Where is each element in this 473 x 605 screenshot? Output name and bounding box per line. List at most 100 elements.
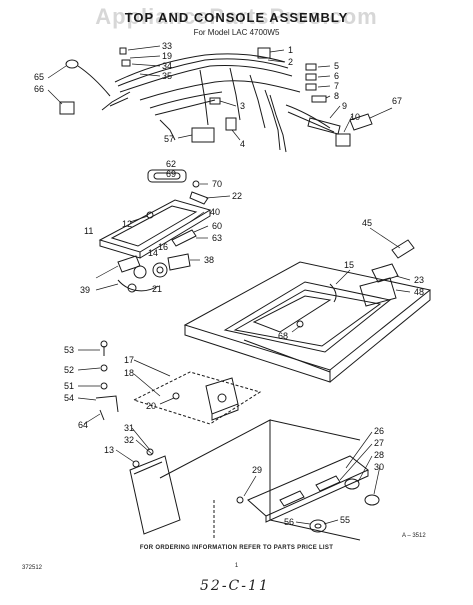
callout-label: 3: [240, 101, 245, 111]
callout-label: 6: [334, 71, 339, 81]
callout-label: 62: [166, 159, 176, 169]
lens-inner: [153, 172, 181, 180]
connector-part-9: [307, 117, 341, 135]
callout-label: 27: [374, 438, 384, 448]
screw-head-53: [100, 340, 108, 348]
connector-part-10: [335, 133, 351, 147]
connector-part-21: [127, 283, 137, 293]
knob-part-56: [309, 519, 327, 533]
nut-part-52: [100, 364, 108, 372]
power-cord: [77, 65, 111, 97]
callout-label: 17: [124, 355, 134, 365]
cabinet: [159, 419, 361, 541]
callout-label: 15: [344, 260, 354, 270]
callout-label: 30: [374, 462, 384, 472]
hinge-part-15: [329, 283, 337, 303]
screw-part-33: [119, 47, 127, 55]
timer-shaft: [156, 266, 164, 274]
callout-label: 31: [124, 423, 134, 433]
callout-label: 51: [64, 381, 74, 391]
callout-label: 52: [64, 365, 74, 375]
screw-part-68: [296, 320, 304, 328]
callout-label: 35: [162, 71, 172, 81]
callout-label: 23: [414, 275, 424, 285]
model-subtitle: For Model LAC 4700W5: [193, 28, 280, 37]
callout-labels: 33 19 34 35 65 66 2 1 5 6 7 8 9 10 67 3 …: [34, 41, 424, 527]
callout-label: 45: [362, 218, 372, 228]
knob-part-30: [364, 494, 380, 506]
callout-label: 18: [124, 368, 134, 378]
callout-label: 54: [64, 393, 74, 403]
rear-panel: [129, 455, 181, 535]
figure-id: A – 3512: [402, 533, 426, 539]
callout-label: 39: [80, 285, 90, 295]
plug-part-65: [65, 59, 79, 69]
watermark: AppliancePartsPros.com: [95, 4, 378, 29]
connector-part-1: [257, 47, 271, 59]
terminal-part-7: [305, 83, 317, 91]
terminal-part-8: [311, 95, 327, 103]
callout-label: 13: [104, 445, 114, 455]
clip-part-66: [59, 101, 75, 115]
callout-label: 55: [340, 515, 350, 525]
callout-label: 34: [162, 61, 172, 71]
callout-label: 21: [152, 284, 162, 294]
callout-label: 57: [164, 134, 174, 144]
washer-top: [183, 261, 432, 383]
handwritten-note: 52-C-11: [200, 578, 270, 594]
callout-label: 64: [78, 420, 88, 430]
callout-label: 65: [34, 72, 44, 82]
bracket-part-67: [349, 113, 373, 131]
callout-label: 14: [148, 248, 158, 258]
switch-part-38: [167, 253, 191, 271]
callout-label: 33: [162, 41, 172, 51]
callout-label: 11: [84, 226, 93, 236]
screw-part-31: [146, 448, 154, 456]
callout-label: 40: [210, 207, 220, 217]
callout-label: 7: [334, 81, 339, 91]
bulb-part-12: [146, 211, 154, 219]
console-panel: [98, 199, 212, 259]
callout-label: 10: [350, 112, 360, 122]
callout-label: 4: [240, 139, 245, 149]
knob-part-28: [344, 478, 360, 490]
connector-part-4: [225, 117, 237, 131]
harness-part-39: [117, 279, 159, 292]
lid-switch-23: [371, 263, 399, 283]
ordering-note: FOR ORDERING INFORMATION REFER TO PARTS …: [139, 545, 334, 551]
screw-part-20: [172, 392, 180, 400]
clip-part-34: [121, 59, 131, 67]
console-trim: [247, 455, 369, 523]
callout-label: 67: [392, 96, 402, 106]
callout-label: 69: [166, 169, 176, 179]
callout-label: 56: [284, 517, 294, 527]
callout-label: 9: [342, 101, 347, 111]
callout-label: 63: [212, 233, 222, 243]
callout-label: 68: [278, 331, 288, 341]
page-number: 1: [234, 563, 239, 569]
switch-part-63: [171, 229, 197, 247]
switch-part-60: [117, 255, 141, 273]
callout-label: 22: [232, 191, 242, 201]
terminal-part-6: [305, 73, 317, 81]
screw-part-13: [132, 460, 140, 468]
callout-label: 38: [204, 255, 214, 265]
timer-knob-14: [133, 265, 147, 279]
callout-label: 53: [64, 345, 74, 355]
callout-label: 5: [334, 61, 339, 71]
callout-label: 26: [374, 426, 384, 436]
document-code: 372512: [22, 565, 43, 571]
screw-part-29: [236, 496, 244, 504]
timer-motor: [132, 371, 262, 425]
clip-part-22: [189, 191, 209, 205]
wiring-harness: [101, 53, 335, 153]
callout-label: 48: [414, 287, 424, 297]
callout-label: 8: [334, 91, 339, 101]
callout-label: 20: [146, 401, 156, 411]
light-lens-62: [147, 169, 187, 183]
knob-insert-55: [314, 523, 322, 529]
callout-label: 29: [252, 465, 262, 475]
callout-label: 1: [288, 45, 293, 55]
